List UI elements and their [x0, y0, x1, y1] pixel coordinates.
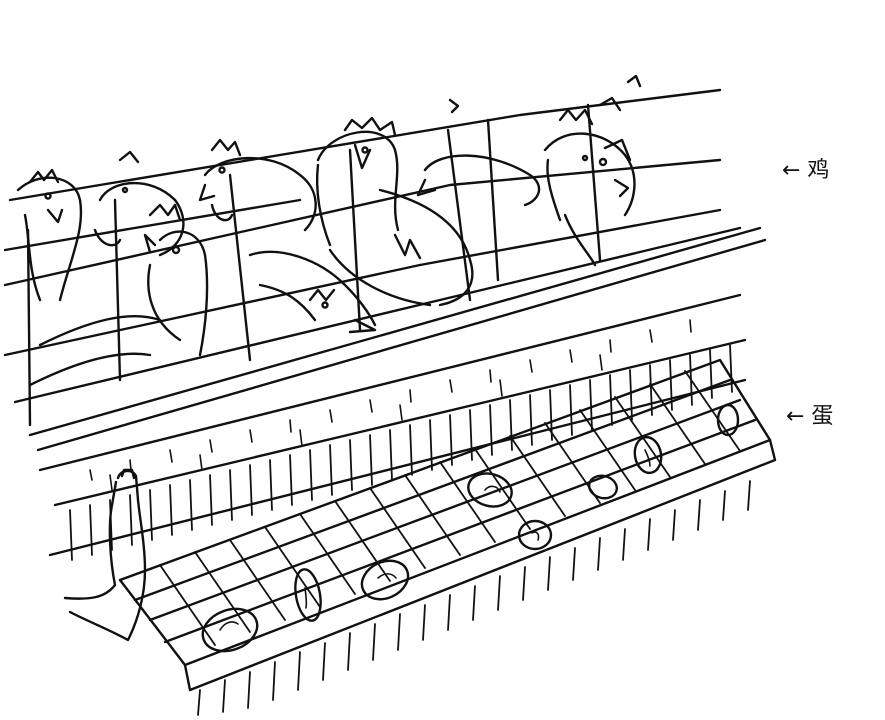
chicken-6 — [315, 116, 474, 307]
chicken-4 — [198, 138, 317, 232]
chicken-7 — [416, 98, 541, 207]
chicken-1 — [16, 168, 83, 302]
chicken-5 — [248, 250, 377, 334]
egg-tray — [118, 358, 777, 716]
egg — [587, 474, 619, 500]
feeder-trough — [28, 226, 767, 561]
hand-arm — [63, 468, 147, 642]
cage-wire — [3, 88, 742, 427]
egg — [517, 519, 553, 551]
egg — [633, 435, 663, 475]
eggs — [201, 403, 740, 653]
chicken-8 — [543, 74, 642, 267]
chicken-2 — [93, 150, 185, 257]
chickens — [16, 74, 642, 387]
egg — [201, 607, 259, 653]
egg — [360, 559, 410, 601]
chicken-label: ← 鸡 — [782, 158, 830, 183]
egg — [294, 568, 322, 622]
chicken-3 — [28, 203, 209, 387]
egg — [467, 472, 513, 508]
egg — [716, 403, 740, 437]
egg-label: ← 蛋 — [786, 404, 834, 429]
